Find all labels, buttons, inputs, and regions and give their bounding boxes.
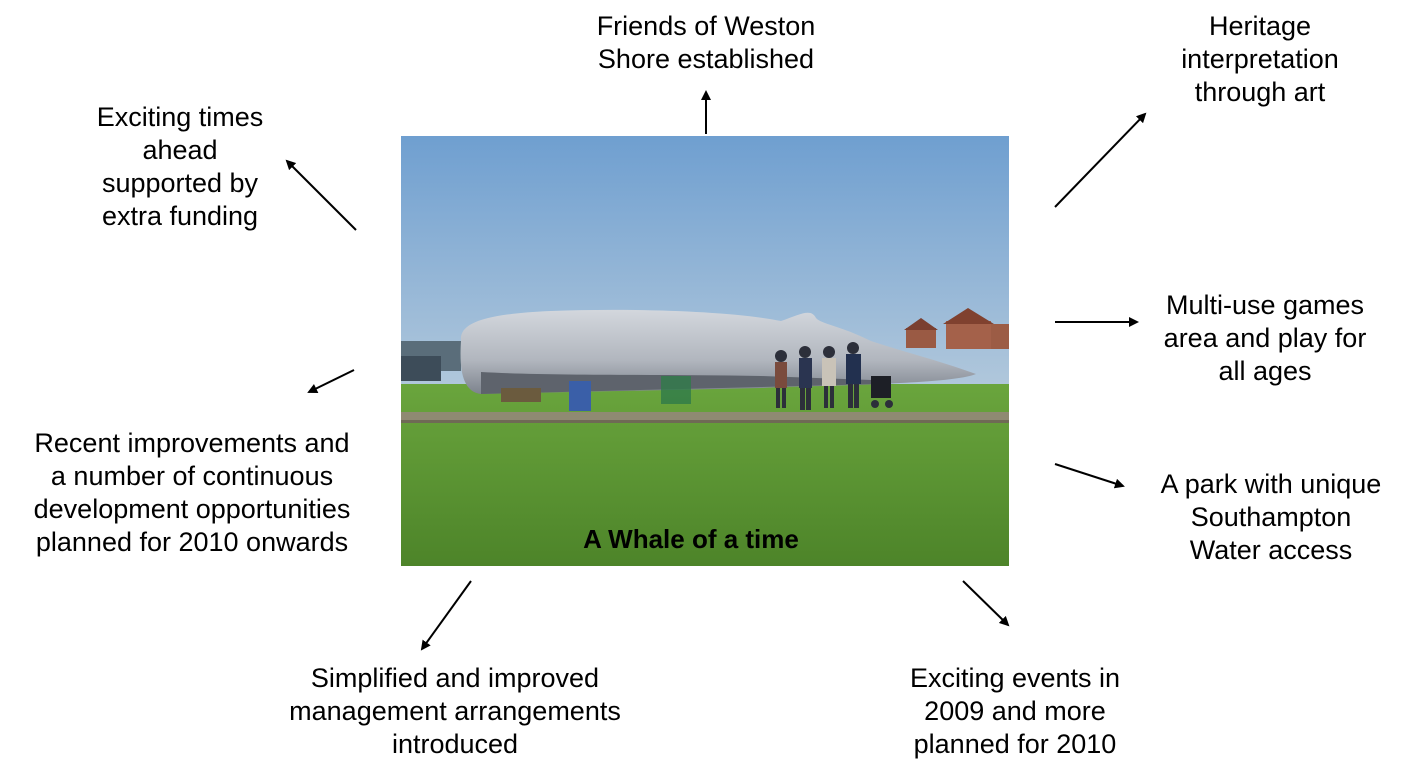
label-friends-of-weston-shore: Friends of Weston Shore established (596, 11, 816, 74)
arrow-bottom-left (420, 580, 472, 651)
arrow-left-lower (307, 369, 355, 393)
whale-photo: A Whale of a time (401, 136, 1009, 566)
label-exciting-times-ahead: Exciting times ahead supported by extra … (96, 102, 264, 231)
arrow-top-right (1054, 112, 1147, 208)
label-exciting-events: Exciting events in 2009 and more planned… (909, 663, 1121, 759)
label-recent-improvements: Recent improvements and a number of cont… (33, 428, 351, 557)
arrow-bottom-right (962, 580, 1010, 627)
people (775, 342, 893, 410)
arrow-top-left (285, 159, 357, 231)
footpath (401, 412, 1009, 420)
label-simplified-management: Simplified and improved management arran… (289, 663, 621, 759)
label-multi-use-games: Multi-use games area and play for all ag… (1163, 290, 1367, 386)
label-park-water-access: A park with unique Southampton Water acc… (1160, 469, 1382, 565)
arrow-right-lower (1054, 463, 1125, 489)
label-heritage-interpretation: Heritage interpretation through art (1181, 11, 1339, 107)
photo-caption: A Whale of a time (583, 524, 799, 554)
